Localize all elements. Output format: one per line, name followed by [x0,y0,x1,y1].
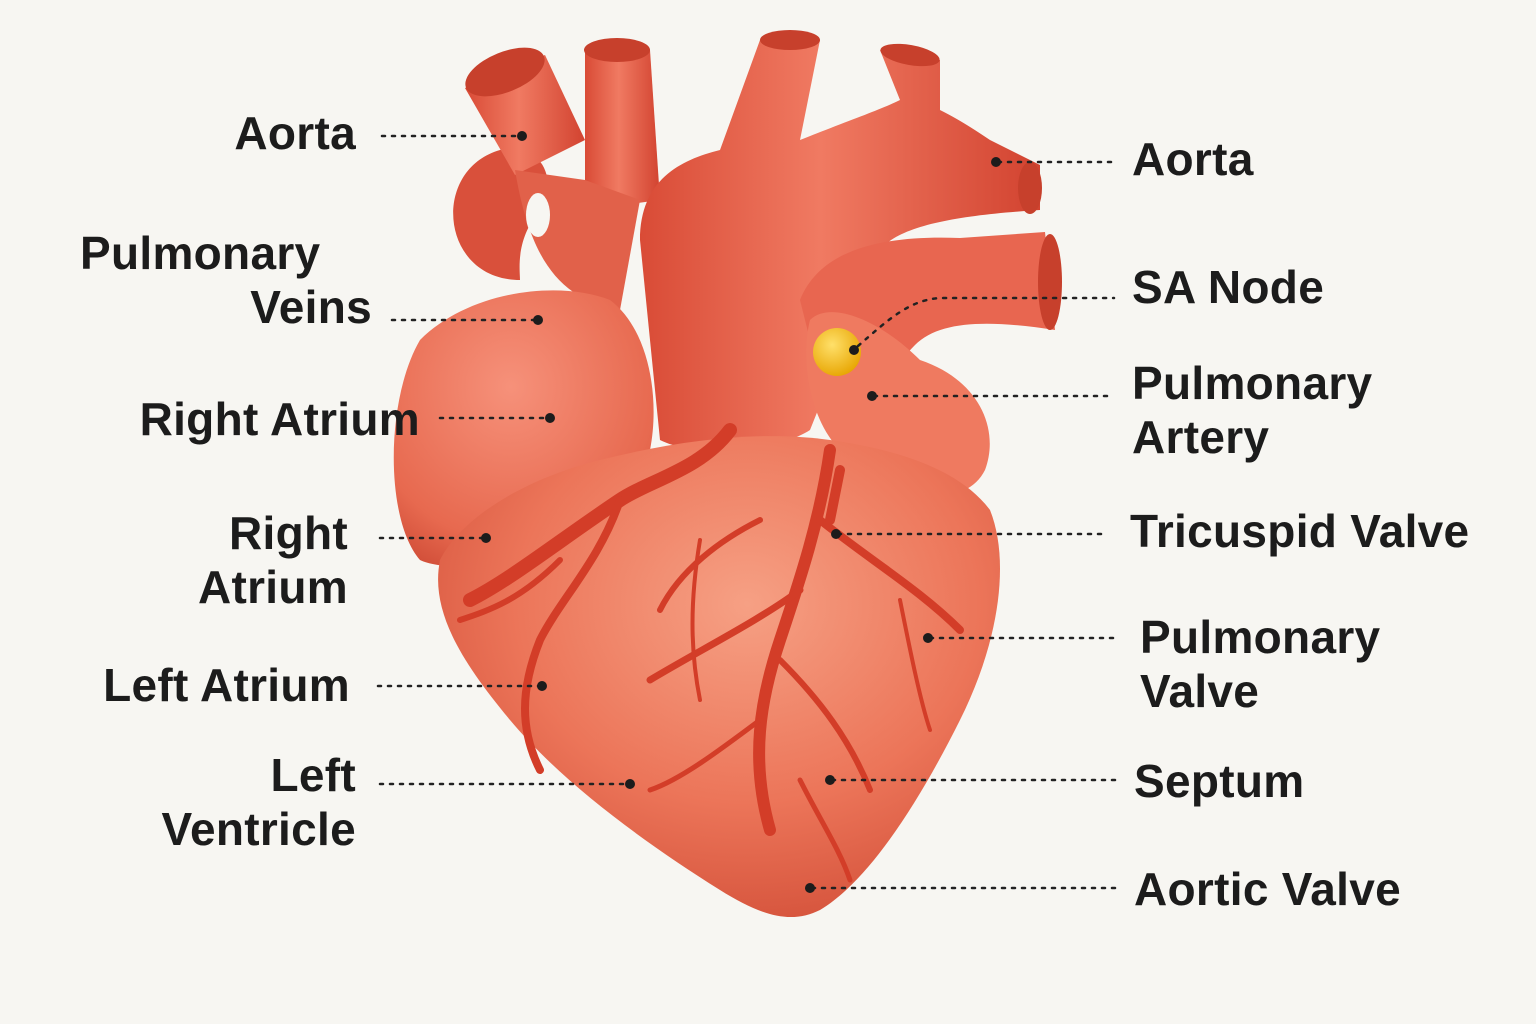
label-left-ventricle-line2: Ventricle [161,803,356,855]
label-sa-node-line1: SA Node [1132,261,1325,313]
label-septum-line1: Septum [1134,755,1305,807]
label-aortic-valve: Aortic Valve [1134,862,1401,916]
label-septum: Septum [1134,754,1304,808]
label-right-atrium-upper: Right Atrium [60,392,420,446]
label-left-atrium: Left Atrium [40,658,350,712]
label-pulmonary-valve: Pulmonary Valve [1140,610,1380,718]
label-pulmonary-veins-line2: Veins [250,281,372,333]
leader-endpoints [481,131,1001,893]
label-tricuspid-valve-line1: Tricuspid Valve [1130,505,1470,557]
label-pulmonary-artery-line1: Pulmonary [1132,357,1373,409]
label-left-atrium-line1: Left Atrium [103,659,350,711]
great-vessels [640,30,1062,496]
label-right-atrium-lower: Right Atrium [100,506,348,614]
label-right-atrium-lower-line1: Right [228,507,348,559]
label-left-ventricle-line1: Left [270,749,356,801]
label-aorta-left: Aorta [120,106,356,160]
label-aorta-left-line1: Aorta [234,107,356,159]
label-pulmonary-veins-line1: Pulmonary [80,227,321,279]
label-right-atrium-lower-line2: Atrium [197,561,348,613]
label-pulmonary-veins: Pulmonary Veins [80,226,382,334]
label-aorta-right-line1: Aorta [1132,133,1254,185]
label-tricuspid-valve: Tricuspid Valve [1130,504,1469,558]
label-pulmonary-artery: Pulmonary Artery [1132,356,1372,464]
leader-lines [376,134,1120,890]
label-right-atrium-upper-line1: Right Atrium [139,393,420,445]
label-aortic-valve-line1: Aortic Valve [1134,863,1401,915]
sa-node-marker [813,328,861,376]
label-pulmonary-valve-line1: Pulmonary [1140,611,1381,663]
label-left-ventricle: Left Ventricle [80,748,356,856]
label-sa-node: SA Node [1132,260,1324,314]
label-aorta-right: Aorta [1132,132,1254,186]
label-pulmonary-valve-line2: Valve [1140,665,1260,717]
aorta-arch-left [453,38,660,310]
ventricles [438,436,1000,918]
coronary-vessels [457,423,964,883]
label-pulmonary-artery-line2: Artery [1132,411,1270,463]
